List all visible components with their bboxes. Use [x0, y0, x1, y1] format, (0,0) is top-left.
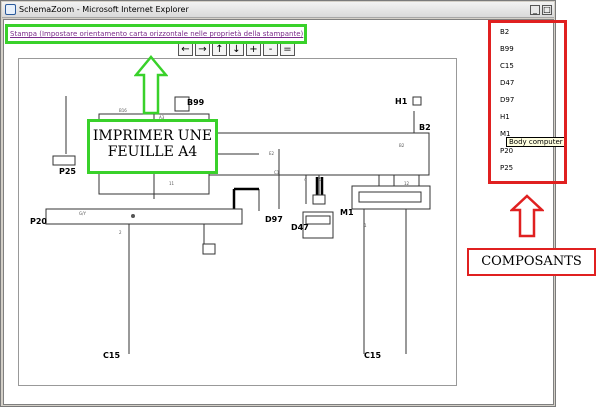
pan-up-button[interactable]: ↑: [212, 43, 227, 56]
minimize-button[interactable]: _: [530, 5, 540, 15]
label-p25: P25: [59, 167, 76, 176]
b99-symbol: [174, 96, 190, 112]
print-link-highlight: [5, 24, 307, 44]
component-list-highlight: [488, 20, 567, 184]
svg-text:B16: B16: [119, 108, 127, 113]
svg-text:11: 11: [169, 181, 175, 186]
component-d47[interactable]: D47: [500, 79, 515, 87]
component-p20[interactable]: P20: [500, 147, 514, 155]
svg-text:E2: E2: [269, 151, 275, 156]
label-c15-left: C15: [103, 351, 120, 360]
zoom-out-button[interactable]: -: [263, 43, 278, 56]
up-arrow-icon: [134, 55, 168, 115]
svg-text:5: 5: [319, 177, 322, 182]
svg-text:2: 2: [119, 230, 122, 235]
svg-text:B2: B2: [399, 143, 405, 148]
title-bar: SchemaZoom - Microsoft Internet Explorer…: [2, 2, 554, 18]
svg-text:4: 4: [304, 177, 307, 182]
svg-text:G/Y: G/Y: [79, 211, 86, 216]
component-d97[interactable]: D97: [500, 96, 515, 104]
pan-left-button[interactable]: ←: [178, 43, 193, 56]
up-arrow-icon-red: [510, 194, 544, 238]
component-c15[interactable]: C15: [500, 62, 514, 70]
p20-symbol: [45, 208, 243, 225]
p25-symbol: [52, 155, 76, 166]
svg-text:A3: A3: [159, 115, 165, 120]
component-h1[interactable]: H1: [500, 113, 510, 121]
component-m1[interactable]: M1: [500, 130, 511, 138]
component-list: B2 B99 C15 D47 D97 H1 M1 P20 P25: [492, 20, 552, 190]
window-title: SchemaZoom - Microsoft Internet Explorer: [19, 5, 189, 14]
svg-text:1: 1: [364, 223, 367, 228]
component-b2[interactable]: B2: [500, 28, 510, 36]
label-b99: B99: [187, 98, 205, 107]
zoom-reset-button[interactable]: =: [280, 43, 295, 56]
svg-text:12: 12: [404, 181, 410, 186]
svg-text:C1: C1: [274, 170, 280, 175]
label-d97: D97: [265, 215, 283, 224]
component-p25[interactable]: P25: [500, 164, 514, 172]
label-c15-right: C15: [364, 351, 381, 360]
label-d47: D47: [291, 223, 309, 232]
label-h1: H1: [395, 97, 408, 106]
print-link[interactable]: Stampa (Impostare orientamento carta ori…: [10, 30, 304, 38]
label-m1: M1: [340, 208, 354, 217]
pan-down-button[interactable]: ↓: [229, 43, 244, 56]
zoom-nav-toolbar: ← → ↑ ↓ + - =: [178, 43, 297, 56]
pan-right-button[interactable]: →: [195, 43, 210, 56]
label-b2: B2: [419, 123, 431, 132]
label-p20: P20: [30, 217, 47, 226]
print-annotation: IMPRIMER UNE FEUILLE A4: [87, 119, 218, 174]
components-annotation: COMPOSANTS: [467, 248, 596, 276]
maximize-button[interactable]: □: [542, 5, 552, 15]
zoom-in-button[interactable]: +: [246, 43, 261, 56]
component-b99[interactable]: B99: [500, 45, 514, 53]
ie-icon: [5, 4, 16, 15]
